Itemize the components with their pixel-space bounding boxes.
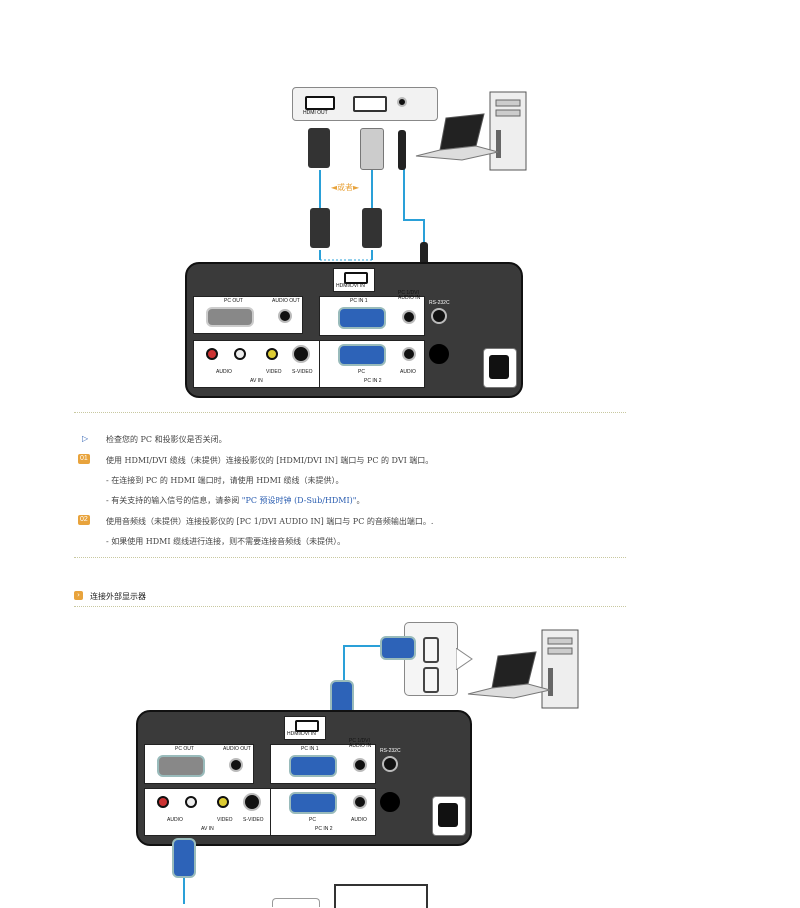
pc-preset-timing-link[interactable]: "PC 预设时钟 (D-Sub/HDMI)" xyxy=(241,496,357,505)
audio-plug-icon xyxy=(398,130,406,170)
dvi-port-icon xyxy=(423,667,439,693)
section-bullet-icon: › xyxy=(74,591,83,600)
audio-l-jack-icon xyxy=(206,348,218,360)
usb-port-icon xyxy=(429,344,449,364)
step-1-note-1: - 在连接到 PC 的 HDMI 端口时，请使用 HDMI 缆线（未提供）。 xyxy=(106,476,344,485)
vga-port-icon xyxy=(289,792,337,814)
vga-port-icon xyxy=(157,755,205,777)
step-1-note-2: - 有关支持的输入信号的信息，请参阅 "PC 预设时钟 (D-Sub/HDMI)… xyxy=(106,496,365,505)
step-2-note-1: - 如果使用 HDMI 缆线进行连接，则不需要连接音频线（未提供）。 xyxy=(106,537,346,546)
check-power-text: 检查您的 PC 和投影仪是否关闭。 xyxy=(106,435,227,444)
audio-out-jack-icon xyxy=(278,309,292,323)
video-jack-icon xyxy=(217,796,229,808)
dvi-port-icon xyxy=(353,96,387,112)
av-in-box: AUDIO VIDEO S-VIDEO AV IN xyxy=(144,788,272,836)
pc-computer-icon xyxy=(415,91,527,171)
cable-line xyxy=(183,878,185,904)
pc-out-box: PC OUT AUDIO OUT xyxy=(193,296,303,334)
audio-in-jack-icon xyxy=(353,758,367,772)
section-title-text: 连接外部显示器 xyxy=(90,592,146,601)
pc-in-2-box: PC AUDIO PC IN 2 xyxy=(270,788,376,836)
step-1-badge: 01 xyxy=(78,454,90,464)
audio-plug-icon xyxy=(420,242,428,272)
arrow-right-icon xyxy=(456,648,473,670)
arrow-right-icon: ▷ xyxy=(82,434,89,443)
hdmi-out-label: HDMI OUT xyxy=(303,110,328,116)
pc-port-bracket: HDMI OUT xyxy=(292,87,438,121)
hdmi-in-box: HDMI/DVI IN xyxy=(333,268,375,292)
step-2-text: 使用音频线（未提供）连接投影仪的 [PC 1/DVI AUDIO IN] 端口与… xyxy=(106,517,434,526)
hdmi-cable-connector-icon xyxy=(310,208,330,248)
audio-in-jack-icon xyxy=(402,310,416,324)
pc-computer-icon xyxy=(467,629,579,709)
pc-in-2-box: PC AUDIO PC IN 2 xyxy=(319,340,425,388)
separator-line xyxy=(74,557,626,558)
video-jack-icon xyxy=(266,348,278,360)
vga-cable-connector-icon xyxy=(172,838,196,878)
cable-diagram2 xyxy=(343,645,390,690)
audio-in-jack-icon xyxy=(402,347,416,361)
power-socket-icon xyxy=(483,348,517,388)
separator-line xyxy=(74,412,626,413)
arrow-left-icon: ◄ xyxy=(330,183,337,192)
audio-in-jack-icon xyxy=(353,795,367,809)
power-socket-icon xyxy=(432,796,466,836)
arrow-right-icon: ► xyxy=(353,183,360,192)
s-video-jack-icon xyxy=(243,793,261,811)
av-in-box: AUDIO VIDEO S-VIDEO AV IN xyxy=(193,340,321,388)
projector-rear-panel: HDMI/DVI IN PC OUT AUDIO OUT PC IN 1 PC … xyxy=(185,262,523,398)
pc-in-1-box: PC IN 1 PC 1/DVI AUDIO IN xyxy=(270,739,376,784)
hdmi-cable-connector-icon xyxy=(362,208,382,248)
vga-port-icon xyxy=(338,344,386,366)
monitor-icon xyxy=(334,884,428,908)
rs232c-port-icon xyxy=(382,756,398,772)
pc-in-1-box: PC IN 1 PC 1/DVI AUDIO IN xyxy=(319,291,425,336)
vga-cable-connector-icon xyxy=(380,636,416,660)
audio-r-jack-icon xyxy=(185,796,197,808)
audio-out-jack-icon xyxy=(397,97,407,107)
hdmi-port-icon xyxy=(344,272,368,284)
vga-port-icon xyxy=(289,755,337,777)
usb-port-icon xyxy=(380,792,400,812)
monitor-port-icon xyxy=(272,898,320,907)
vga-port-icon xyxy=(338,307,386,329)
vga-port-icon xyxy=(206,307,254,327)
hdmi-in-box: HDMI/DVI IN xyxy=(284,716,326,740)
hdmi-port-icon xyxy=(295,720,319,732)
audio-l-jack-icon xyxy=(157,796,169,808)
pc-out-box: PC OUT AUDIO OUT xyxy=(144,744,254,784)
hdmi-port-icon xyxy=(305,96,335,110)
s-video-jack-icon xyxy=(292,345,310,363)
audio-r-jack-icon xyxy=(234,348,246,360)
rs232c-port-icon xyxy=(431,308,447,324)
cables-diagram1 xyxy=(319,168,425,268)
hdmi-cable-connector-icon xyxy=(308,128,330,168)
projector-rear-panel: HDMI/DVI IN PC OUT AUDIO OUT PC IN 1 PC … xyxy=(136,710,472,846)
or-label: ◄或者► xyxy=(330,183,360,192)
vga-port-icon xyxy=(423,637,439,663)
audio-out-jack-icon xyxy=(229,758,243,772)
step-2-badge: 02 xyxy=(78,515,90,525)
section-title: › 连接外部显示器 xyxy=(74,590,626,607)
step-1-text: 使用 HDMI/DVI 缆线（未提供）连接投影仪的 [HDMI/DVI IN] … xyxy=(106,456,434,465)
dvi-cable-connector-icon xyxy=(360,128,384,170)
